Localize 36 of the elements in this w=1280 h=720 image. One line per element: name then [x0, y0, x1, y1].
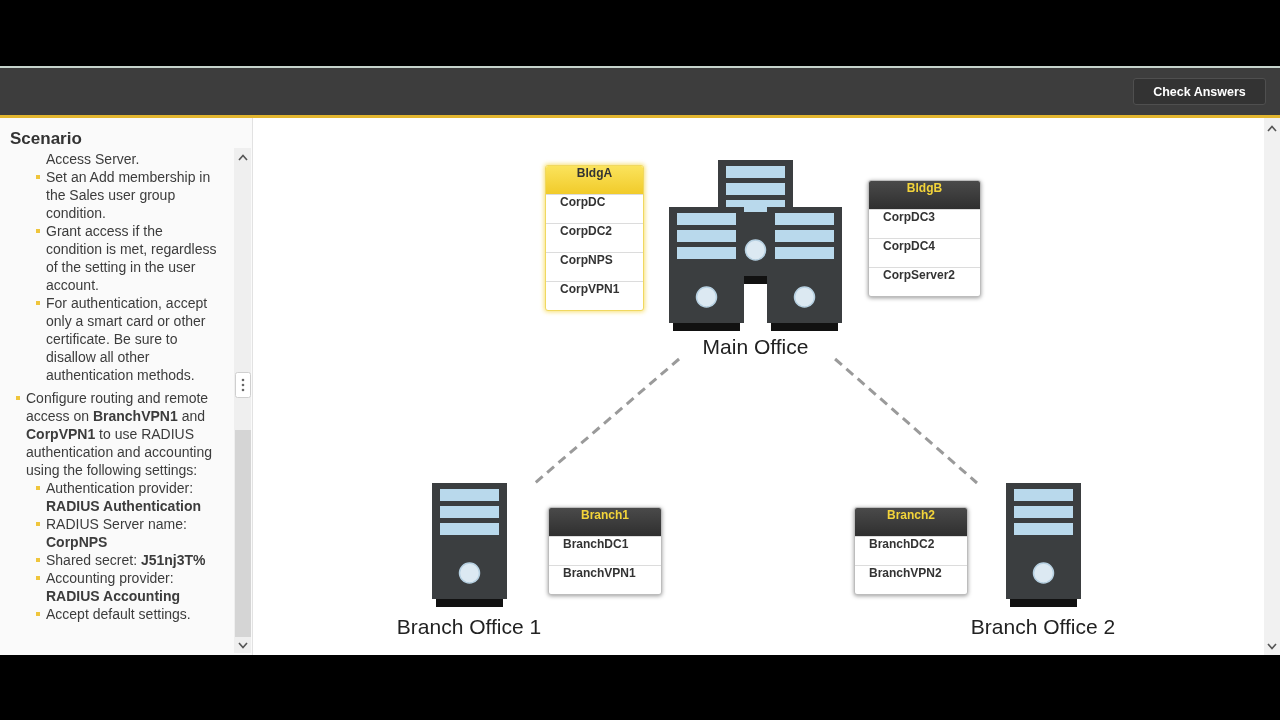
list-item-text: Grant access if the condition is met, regardless of the setting in the user account.: [46, 222, 218, 294]
server-row: BranchDC1: [549, 536, 661, 565]
server-row: BranchVPN1: [549, 565, 661, 594]
list-item-text: Shared secret: J51nj3T%: [46, 551, 207, 569]
list-header: BldgB: [869, 181, 980, 209]
server-row: CorpDC: [546, 194, 643, 223]
server-list-panel: [854, 507, 968, 595]
connection-line: [534, 357, 680, 485]
server-row: CorpServer2: [869, 267, 980, 296]
list-item-text: Access Server.: [46, 150, 141, 168]
server-list-panel: [545, 165, 644, 311]
server-row: BranchVPN2: [855, 565, 967, 594]
server-row: CorpNPS: [546, 252, 643, 281]
check-answers-button: Check Answers: [1133, 78, 1266, 105]
list-header: Branch2: [855, 508, 967, 536]
server-row: CorpDC3: [869, 209, 980, 238]
list-item-text: Set an Add membership in the Sales user group condition.: [46, 168, 212, 222]
connection-line: [834, 357, 978, 485]
section-heading: Scenario: [10, 129, 82, 149]
list-item-text: RADIUS Server name: CorpNPS: [46, 515, 188, 551]
list-header: BldgA: [546, 166, 643, 194]
server-row: CorpDC2: [546, 223, 643, 252]
list-item-text: Accounting provider: RADIUS Accounting: [46, 569, 182, 605]
list-item-text: Accept default settings.: [46, 605, 192, 623]
server-row: CorpVPN1: [546, 281, 643, 310]
server-list-panel: [868, 180, 981, 297]
server-row: BranchDC2: [855, 536, 967, 565]
site-label: Branch Office 1: [395, 615, 543, 639]
list-item-text: Configure routing and remote access on BranchVPN1 and CorpVPN1 to use RADIUS authentication and accounting using the following settings:: [26, 389, 214, 479]
list-item-text: Authentication provider: RADIUS Authentication: [46, 479, 203, 515]
list-header: Branch1: [549, 508, 661, 536]
site-label: Branch Office 2: [969, 615, 1117, 639]
server-list-panel: [548, 507, 662, 595]
list-item-text: For authentication, accept only a smart card or other certificate. Be sure to disallow all other authentication methods.: [46, 294, 209, 384]
server-row: CorpDC4: [869, 238, 980, 267]
site-label: Main Office: [701, 335, 810, 359]
